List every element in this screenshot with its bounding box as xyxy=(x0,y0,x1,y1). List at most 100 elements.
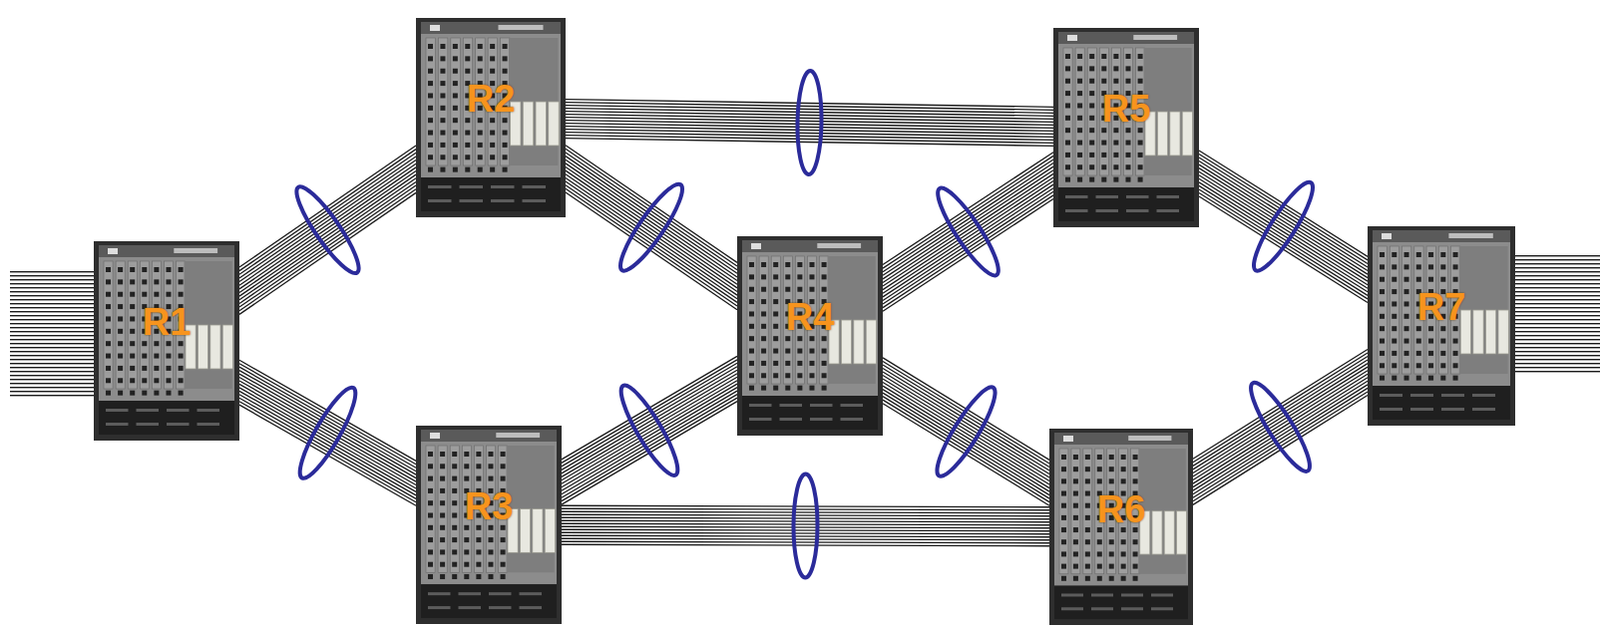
port xyxy=(1065,65,1071,71)
port xyxy=(439,80,445,86)
port xyxy=(1077,102,1083,108)
port xyxy=(1121,478,1127,484)
port xyxy=(500,451,506,457)
port xyxy=(1085,515,1091,521)
fiber-line xyxy=(1193,364,1368,474)
port xyxy=(165,366,171,372)
port xyxy=(427,488,433,494)
port xyxy=(1089,177,1095,183)
port xyxy=(1097,551,1103,557)
port xyxy=(451,463,457,469)
fiber-line xyxy=(1199,161,1368,268)
port xyxy=(439,130,445,136)
port xyxy=(464,142,470,148)
port xyxy=(1453,351,1459,357)
port xyxy=(500,537,506,543)
port xyxy=(489,154,495,160)
chassis xyxy=(415,17,566,218)
port xyxy=(808,274,814,280)
vent xyxy=(1126,209,1150,213)
port xyxy=(1379,363,1385,369)
fiber-line xyxy=(239,181,416,304)
link-bundle xyxy=(1199,150,1368,304)
port xyxy=(1416,326,1422,332)
port xyxy=(105,316,111,322)
chassis-face xyxy=(742,240,878,397)
port xyxy=(451,525,457,531)
port xyxy=(1101,152,1107,158)
port xyxy=(451,451,457,457)
port xyxy=(1089,102,1095,108)
port xyxy=(452,43,458,49)
fiber-line xyxy=(565,167,738,286)
bundle-ring xyxy=(291,382,364,484)
vent xyxy=(427,606,451,610)
port xyxy=(1089,65,1095,71)
fiber-line xyxy=(239,167,416,290)
fiber-line xyxy=(561,517,1050,520)
port xyxy=(1453,264,1459,270)
port xyxy=(1404,363,1410,369)
fiber-line xyxy=(1193,381,1368,491)
vent xyxy=(1121,593,1144,597)
port xyxy=(1097,454,1103,460)
fiber-line xyxy=(239,374,416,475)
port xyxy=(451,513,457,519)
fiber-line xyxy=(561,384,738,488)
router-node: R1 xyxy=(93,241,240,441)
module-card xyxy=(548,101,560,146)
port xyxy=(452,154,458,160)
router-node: R4 xyxy=(737,236,883,436)
port xyxy=(1113,140,1119,146)
vent xyxy=(1472,407,1496,411)
fiber-line xyxy=(882,379,1050,482)
fiber-line xyxy=(565,185,738,304)
port xyxy=(1113,177,1119,183)
port xyxy=(141,354,147,360)
port xyxy=(1379,339,1385,345)
router-chassis xyxy=(1367,226,1516,426)
port xyxy=(105,341,111,347)
port xyxy=(749,311,755,317)
port xyxy=(749,361,755,367)
port xyxy=(1121,539,1127,545)
port xyxy=(1416,277,1422,283)
port xyxy=(797,373,802,379)
port xyxy=(500,476,506,482)
port xyxy=(463,451,469,457)
port xyxy=(427,167,433,173)
fiber-line xyxy=(561,374,738,478)
vent xyxy=(1091,593,1114,597)
chassis xyxy=(415,425,562,625)
fan-tray xyxy=(1058,187,1195,222)
port xyxy=(1133,564,1139,570)
line-card xyxy=(1402,246,1412,375)
port xyxy=(1077,152,1083,158)
line-card xyxy=(1087,47,1097,176)
port xyxy=(1391,326,1397,332)
port xyxy=(427,105,433,111)
line-card xyxy=(449,445,459,573)
port xyxy=(1077,127,1083,133)
port xyxy=(105,354,111,360)
fiber-line xyxy=(561,532,1050,535)
module-card xyxy=(1498,310,1509,355)
port xyxy=(500,562,506,568)
vent xyxy=(458,592,482,596)
port xyxy=(439,549,445,555)
fiber-line xyxy=(561,514,1050,517)
port xyxy=(463,476,469,482)
link-bundle xyxy=(239,360,416,506)
port xyxy=(500,574,506,580)
port xyxy=(1085,454,1091,460)
port xyxy=(500,549,506,555)
port xyxy=(1138,140,1144,146)
port xyxy=(1440,252,1446,258)
port xyxy=(165,279,171,285)
port xyxy=(773,262,779,268)
port xyxy=(1428,376,1434,382)
vent xyxy=(197,408,221,412)
port xyxy=(105,329,111,335)
port xyxy=(477,55,483,61)
port xyxy=(1428,363,1434,369)
